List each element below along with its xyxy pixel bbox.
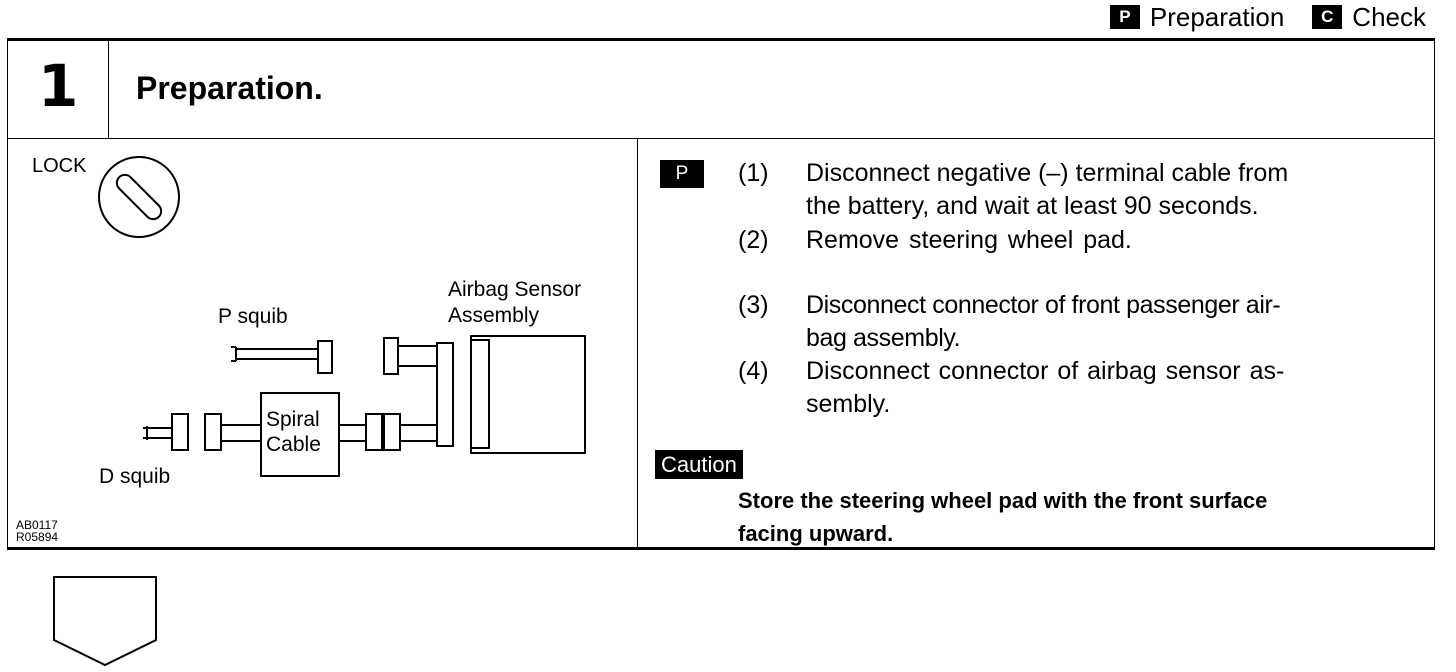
spiral-cable-box [260, 392, 340, 477]
spiral-label-line1: Spiral [266, 408, 320, 431]
sensor-label-line1: Airbag Sensor [448, 278, 582, 301]
caution-line: facing upward. [738, 521, 894, 546]
instruction-line: Disconnect negative (–) terminal cable f… [806, 159, 1289, 187]
instruction-line: Disconnect connector of front passenger … [806, 291, 1281, 319]
instruction-line: the battery, and wait at least 90 second… [806, 192, 1259, 220]
instruction-line: bag assembly. [806, 324, 961, 352]
legend: P Preparation C Check [1109, 0, 1426, 34]
caution-label: Caution [655, 450, 743, 479]
instruction-line: Disconnect connector of airbag sensor as… [806, 357, 1285, 385]
preparation-badge: P [660, 160, 704, 188]
airbag-sensor-box [470, 335, 586, 454]
instruction-number: (3) [738, 291, 769, 319]
instruction-number: (2) [738, 226, 769, 254]
number-divider [108, 40, 109, 138]
instruction-line: sembly. [806, 390, 891, 418]
wiring-diagram [98, 156, 586, 477]
ignition-lock-icon [98, 156, 180, 238]
instruction-number: (4) [738, 357, 769, 385]
figure-code-1: AB0117 [16, 518, 58, 532]
p-harness [383, 337, 454, 447]
header-divider [7, 138, 1435, 139]
instruction-text: Remove steering wheel pad. [806, 224, 1406, 257]
d-harness [339, 413, 437, 451]
instruction-text: Disconnect connector of front passenger … [806, 289, 1406, 355]
check-legend-label: Check [1352, 1, 1426, 32]
d-squib-label: D squib [99, 465, 171, 488]
step-title: Preparation. [136, 70, 323, 106]
preparation-key: P [1109, 5, 1140, 29]
d-squib-connector [143, 413, 261, 451]
instruction-number: (1) [738, 159, 769, 187]
step-frame [7, 38, 1435, 550]
instruction-line: Remove steering wheel pad. [806, 226, 1132, 254]
caution-line: Store the steering wheel pad with the fr… [738, 488, 1268, 513]
figure-code-2: R05894 [16, 530, 59, 544]
instruction-text: Disconnect connector of airbag sensor as… [806, 355, 1406, 421]
preparation-legend-label: Preparation [1149, 1, 1285, 32]
check-key: C [1312, 5, 1343, 29]
instruction-text: Disconnect negative (–) terminal cable f… [806, 157, 1406, 223]
caution-text: Store the steering wheel pad with the fr… [738, 484, 1428, 550]
step-number: 1 [38, 52, 79, 120]
lock-label: LOCK [32, 155, 87, 177]
spiral-label-line2: Cable [266, 433, 321, 456]
column-divider [637, 139, 638, 549]
next-step-arrow-icon [53, 576, 157, 667]
sensor-label-line2: Assembly [448, 304, 540, 327]
p-squib-connector [231, 340, 333, 374]
p-squib-label: P squib [218, 305, 288, 328]
